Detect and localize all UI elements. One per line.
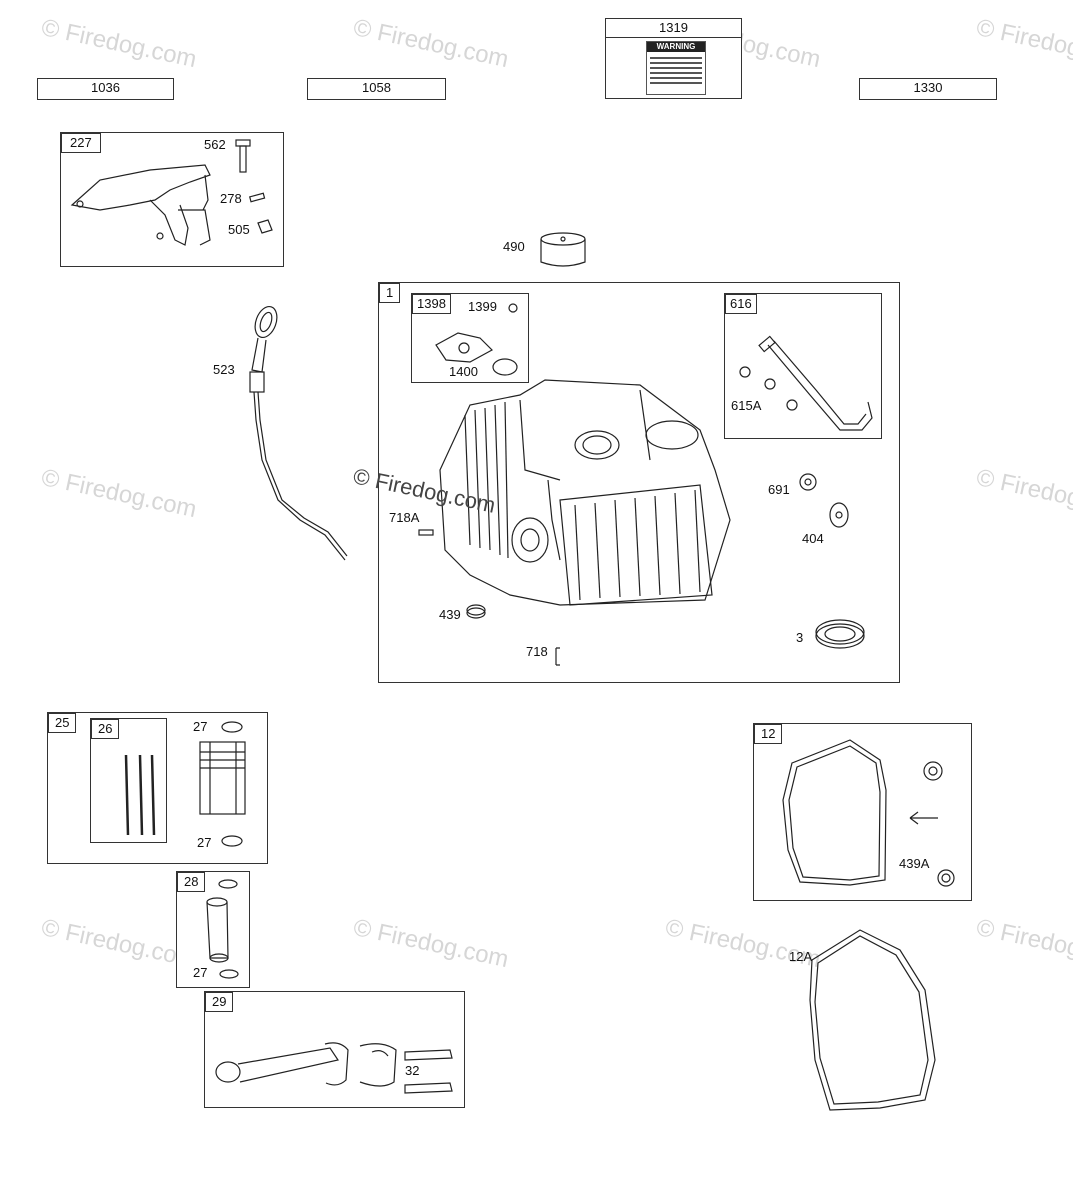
part-header-1319: 1319 xyxy=(606,19,741,38)
connecting-rod-29-drawing xyxy=(215,1042,453,1094)
gasket-1400-drawing xyxy=(435,303,518,376)
control-bracket-drawing xyxy=(70,164,211,246)
group-28-box[interactable] xyxy=(176,871,250,988)
part-490-label[interactable]: 490 xyxy=(503,239,525,254)
washer-691-drawing xyxy=(799,473,817,491)
part-1399-label[interactable]: 1399 xyxy=(468,299,497,314)
warning-decal-lines xyxy=(647,52,705,89)
group-26-label: 26 xyxy=(91,719,120,739)
bolt-562-drawing xyxy=(235,139,251,173)
part-27-label-pin[interactable]: 27 xyxy=(193,965,208,980)
part-27-label-top[interactable]: 27 xyxy=(193,719,208,734)
oil-seal-3-drawing xyxy=(815,619,865,649)
dipstick-523-drawing xyxy=(249,305,348,561)
part-439-label[interactable]: 439 xyxy=(439,607,461,622)
part-691-label[interactable]: 691 xyxy=(768,482,790,497)
part-718A-label[interactable]: 718A xyxy=(389,510,420,525)
gasket-12A-drawing xyxy=(809,929,936,1111)
part-27-label-bottom[interactable]: 27 xyxy=(197,835,212,850)
part-718-label[interactable]: 718 xyxy=(526,644,548,659)
part-1400-label[interactable]: 1400 xyxy=(449,364,478,379)
part-12A-label[interactable]: 12A xyxy=(789,949,813,964)
piston-rings-26-drawing xyxy=(124,754,156,836)
pin-278-drawing xyxy=(248,192,266,203)
part-header-1330[interactable]: 1330 xyxy=(859,78,997,100)
group-25-label: 25 xyxy=(48,713,77,733)
part-505-label[interactable]: 505 xyxy=(228,222,250,237)
warning-decal: WARNING xyxy=(646,41,706,95)
group-227-box[interactable] xyxy=(60,132,284,267)
group-1-label: 1 xyxy=(379,283,401,303)
part-439A-label[interactable]: 439A xyxy=(899,856,930,871)
plug-404-drawing xyxy=(829,502,849,528)
engine-block-drawing xyxy=(439,379,731,606)
group-616-box[interactable] xyxy=(724,293,882,439)
part-3-label[interactable]: 3 xyxy=(796,630,804,645)
part-32-label[interactable]: 32 xyxy=(405,1063,420,1078)
part-header-1058[interactable]: 1058 xyxy=(307,78,446,100)
part-615A-label[interactable]: 615A xyxy=(731,398,762,413)
seal-439-drawing xyxy=(466,604,486,619)
pin-718A-drawing xyxy=(418,529,434,536)
part-header-1319-box[interactable]: 1319 WARNING xyxy=(605,18,742,99)
dipstick-tube-616-drawing xyxy=(739,335,873,431)
group-28-label: 28 xyxy=(177,872,206,892)
clip-505-drawing xyxy=(257,219,273,234)
part-header-1036[interactable]: 1036 xyxy=(37,78,174,100)
group-29-label: 29 xyxy=(205,992,234,1012)
warning-decal-title: WARNING xyxy=(647,42,705,52)
part-404-label[interactable]: 404 xyxy=(802,531,824,546)
cap-490-drawing xyxy=(540,232,586,267)
piston-27-drawing xyxy=(199,721,246,847)
gasket-12-drawing xyxy=(782,739,955,887)
group-227-label: 227 xyxy=(61,133,101,153)
part-278-label[interactable]: 278 xyxy=(220,191,242,206)
group-29-box[interactable] xyxy=(204,991,465,1108)
part-562-label[interactable]: 562 xyxy=(204,137,226,152)
group-12-label: 12 xyxy=(754,724,783,744)
group-616-label: 616 xyxy=(725,294,757,314)
pin-718-drawing xyxy=(555,647,560,666)
part-523-label[interactable]: 523 xyxy=(213,362,235,377)
piston-pin-28-drawing xyxy=(206,879,239,979)
group-1398-label: 1398 xyxy=(412,294,451,314)
